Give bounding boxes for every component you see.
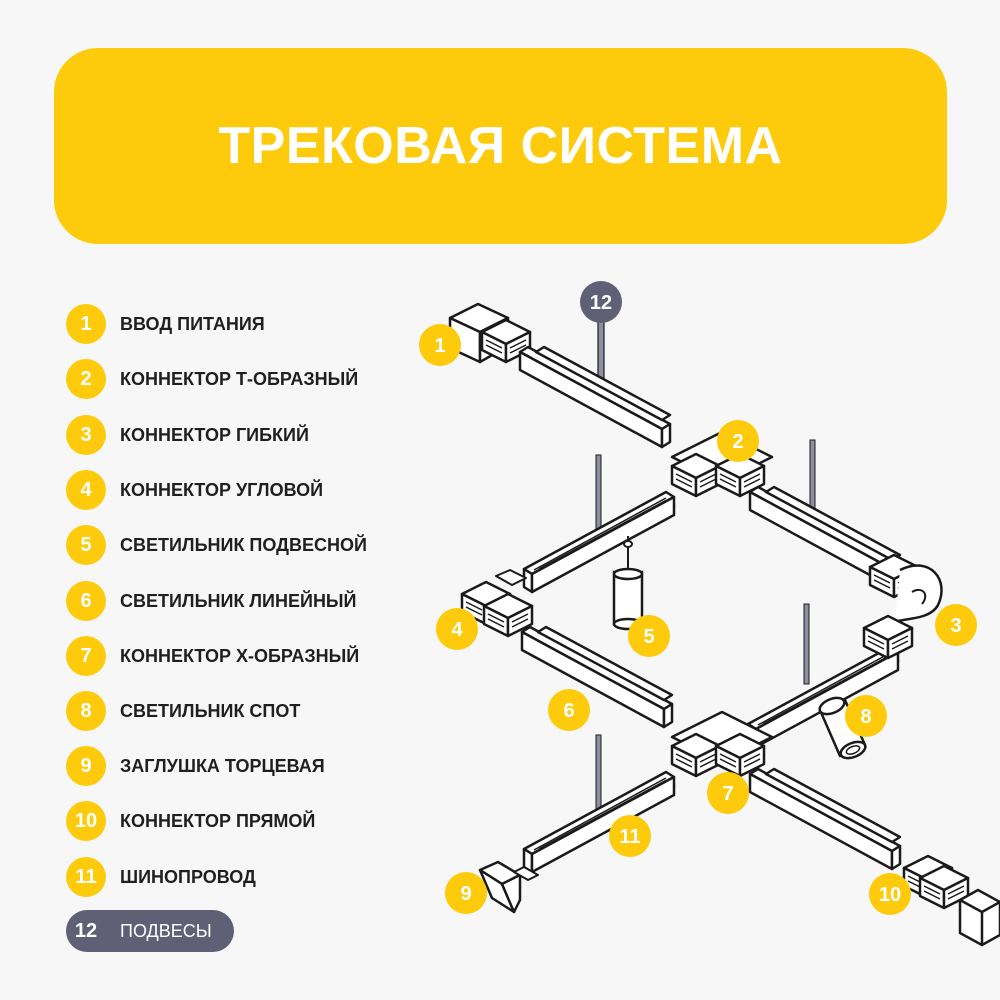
legend-label: ШИНОПРОВОД [120, 866, 256, 887]
callout-1: 1 [419, 324, 461, 366]
legend-number: 4 [66, 470, 106, 510]
legend-item: 3 КОННЕКТОР ГИБКИЙ [66, 415, 309, 455]
pendant-light-part [612, 536, 644, 631]
rail-top [518, 345, 672, 449]
svg-text:1: 1 [434, 335, 445, 357]
svg-text:10: 10 [879, 884, 901, 906]
rail-bottom-right [748, 767, 902, 871]
legend-number: 9 [66, 746, 106, 786]
legend-item-highlighted: 12 ПОДВЕСЫ [66, 910, 234, 952]
svg-text:7: 7 [722, 783, 733, 805]
legend-label: СВЕТИЛЬНИК ПОДВЕСНОЙ [120, 534, 367, 555]
callout-badges: 1 2 3 4 5 6 7 8 9 10 11 12 [419, 281, 977, 915]
end-cap-part [478, 860, 539, 914]
svg-text:9: 9 [460, 883, 471, 905]
svg-text:6: 6 [563, 700, 574, 722]
callout-9: 9 [445, 872, 487, 914]
spot-light-part [818, 696, 867, 760]
corner-connector-part [460, 569, 534, 638]
callout-3: 3 [935, 604, 977, 646]
power-input-part [448, 302, 532, 364]
legend-label: ВВОД ПИТАНИЯ [120, 313, 265, 334]
legend-number: 10 [66, 801, 106, 841]
page-title: ТРЕКОВАЯ СИСТЕМА [218, 117, 783, 175]
callout-8: 8 [845, 695, 887, 737]
straight-connector-part [902, 854, 1000, 947]
svg-text:3: 3 [950, 615, 961, 637]
legend-number: 8 [66, 691, 106, 731]
legend-label: ПОДВЕСЫ [120, 920, 212, 941]
svg-text:5: 5 [643, 626, 654, 648]
legend-item: 8 СВЕТИЛЬНИК СПОТ [66, 691, 300, 731]
legend-number: 1 [66, 304, 106, 344]
svg-text:4: 4 [451, 619, 463, 641]
callout-2: 2 [717, 420, 759, 462]
legend-label: СВЕТИЛЬНИК ЛИНЕЙНЫЙ [120, 590, 357, 611]
legend-label: КОННЕКТОР ПРЯМОЙ [120, 810, 316, 831]
legend-item: 5 СВЕТИЛЬНИК ПОДВЕСНОЙ [66, 525, 367, 565]
callout-10: 10 [869, 873, 911, 915]
legend-number: 6 [66, 581, 106, 621]
svg-text:8: 8 [860, 706, 871, 728]
callout-12: 12 [580, 281, 622, 323]
legend-item: 7 КОННЕКТОР Х-ОБРАЗНЫЙ [66, 636, 359, 676]
svg-text:12: 12 [590, 292, 612, 314]
legend-item: 2 КОННЕКТОР Т-ОБРАЗНЫЙ [66, 359, 358, 399]
legend-item: 1 ВВОД ПИТАНИЯ [66, 304, 265, 344]
callout-7: 7 [707, 772, 749, 814]
legend-label: КОННЕКТОР ГИБКИЙ [120, 424, 309, 445]
title-banner: ТРЕКОВАЯ СИСТЕМА [54, 48, 947, 244]
legend-label: КОННЕКТОР УГЛОВОЙ [120, 479, 324, 500]
legend-item: 10 КОННЕКТОР ПРЯМОЙ [66, 801, 315, 841]
legend-number: 5 [66, 525, 106, 565]
callout-5: 5 [628, 615, 670, 657]
legend-number: 3 [66, 415, 106, 455]
legend-label: КОННЕКТОР Т-ОБРАЗНЫЙ [120, 368, 359, 389]
svg-text:11: 11 [619, 826, 640, 848]
legend-item: 6 СВЕТИЛЬНИК ЛИНЕЙНЫЙ [66, 581, 357, 621]
callout-4: 4 [436, 608, 478, 650]
legend-item: 9 ЗАГЛУШКА ТОРЦЕВАЯ [66, 746, 325, 786]
legend-number: 11 [66, 857, 106, 897]
legend-label: КОННЕКТОР Х-ОБРАЗНЫЙ [120, 645, 360, 666]
flexible-connector-part [862, 553, 943, 660]
callout-6: 6 [548, 689, 590, 731]
legend-number: 12 [74, 919, 98, 942]
svg-text:2: 2 [732, 431, 743, 453]
legend-item: 11 ШИНОПРОВОД [66, 857, 256, 897]
legend-label: СВЕТИЛЬНИК СПОТ [120, 700, 301, 721]
legend-number: 7 [66, 636, 106, 676]
legend-label: ЗАГЛУШКА ТОРЦЕВАЯ [120, 755, 325, 776]
legend-number: 2 [66, 359, 106, 399]
callout-11: 11 [609, 815, 651, 857]
legend-item: 4 КОННЕКТОР УГЛОВОЙ [66, 470, 323, 510]
